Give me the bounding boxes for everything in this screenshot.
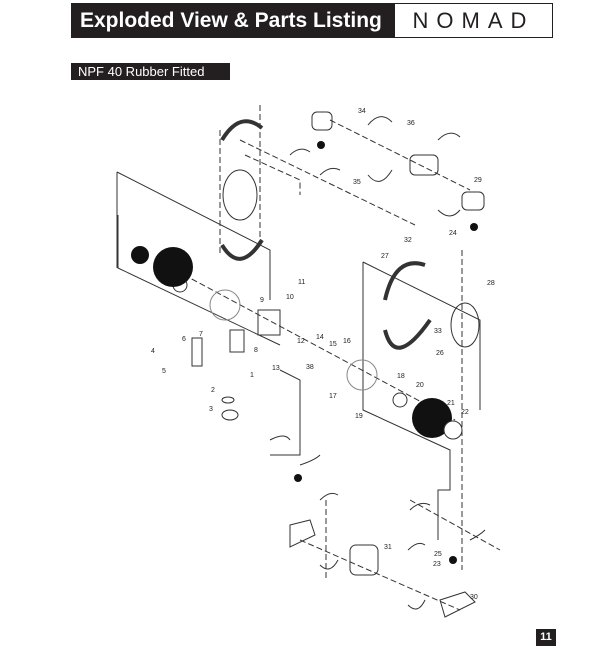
- callout-label: 3: [209, 406, 213, 413]
- outer-chamber: [450, 302, 480, 348]
- callout-label: 29: [474, 177, 482, 184]
- clamp: [437, 209, 461, 217]
- callout-label: 19: [355, 413, 363, 420]
- page-title: Exploded View & Parts Listing: [71, 3, 394, 38]
- callout-label: 11: [298, 279, 305, 286]
- clamp: [367, 116, 393, 126]
- callout-label: 6: [182, 336, 186, 343]
- callout-label: 26: [436, 350, 444, 357]
- callout-label: 10: [286, 294, 294, 301]
- outer-plate: [443, 420, 463, 440]
- clamp: [319, 559, 339, 570]
- callout-label: 33: [434, 328, 442, 335]
- callout-label: 4: [151, 348, 155, 355]
- elbow: [461, 191, 485, 211]
- callout-label: 28: [487, 280, 495, 287]
- callout-label: 16: [343, 338, 351, 345]
- check-ball: [317, 141, 325, 149]
- clamp: [409, 502, 431, 511]
- diaphragm: [153, 247, 193, 287]
- guide-line: [116, 171, 271, 300]
- callout-label: 21: [447, 400, 455, 407]
- clamp: [407, 599, 426, 610]
- callout-label: 23: [433, 561, 441, 568]
- callout-label: 13: [272, 365, 280, 372]
- callout-label: 1: [250, 372, 254, 379]
- callout-label: 25: [434, 551, 442, 558]
- check-ball: [449, 556, 457, 564]
- callout-label: 27: [381, 253, 389, 260]
- callout-label: 32: [404, 237, 412, 244]
- callout-label: 24: [449, 230, 457, 237]
- clamp: [269, 435, 291, 441]
- tee: [409, 154, 439, 176]
- o-ring: [221, 396, 235, 404]
- callout-label: 12: [297, 338, 305, 345]
- callout-label: 5: [162, 368, 166, 375]
- clamp: [289, 148, 311, 156]
- callout-label: 8: [254, 347, 258, 354]
- air-valve: [229, 329, 245, 353]
- clamp: [383, 261, 426, 301]
- tee: [349, 544, 379, 576]
- callout-label: 38: [306, 364, 314, 371]
- clamp: [469, 529, 486, 541]
- outer-chamber: [222, 169, 258, 221]
- air-plate: [209, 289, 241, 321]
- clamp: [299, 454, 321, 466]
- model-subtitle: NPF 40 Rubber Fitted: [71, 63, 230, 80]
- clamp: [367, 169, 393, 182]
- check-ball: [294, 474, 302, 482]
- page-number: 11: [536, 629, 556, 646]
- outer-plate: [131, 246, 149, 264]
- callout-label: 18: [397, 373, 405, 380]
- clamp: [319, 492, 339, 501]
- callout-label: 35: [353, 179, 361, 186]
- check-ball: [470, 223, 478, 231]
- nomad-logo: NOMAD: [394, 3, 553, 38]
- guide-line: [117, 215, 281, 346]
- callout-label: 9: [260, 297, 264, 304]
- guide-line: [270, 369, 301, 456]
- clamp: [319, 167, 341, 176]
- callout-label: 36: [407, 120, 415, 127]
- muffler: [221, 409, 239, 421]
- guide-line: [244, 154, 301, 195]
- clamp: [437, 132, 461, 141]
- callout-label: 20: [416, 382, 424, 389]
- clamp: [383, 318, 432, 350]
- callout-label: 17: [329, 393, 337, 400]
- foot: [439, 591, 476, 618]
- callout-label: 30: [470, 594, 478, 601]
- callout-labels: 1 2 3 4 5 6 7 8 9 10 11 12 13 14 15 16 1…: [151, 108, 495, 601]
- o-ring: [392, 392, 408, 408]
- callout-label: 7: [199, 331, 203, 338]
- callout-label: 14: [316, 334, 324, 341]
- clamp: [407, 542, 426, 551]
- diaphragm: [412, 398, 452, 438]
- guide-line: [362, 262, 451, 540]
- callout-label: 31: [384, 544, 392, 551]
- air-plate: [346, 359, 378, 391]
- center-block: [257, 309, 281, 336]
- callout-label: 34: [358, 108, 366, 115]
- clamp: [220, 119, 264, 142]
- guide-line: [362, 261, 481, 410]
- callout-label: 15: [329, 341, 337, 348]
- callout-label: 22: [461, 409, 469, 416]
- clamp: [220, 238, 264, 261]
- gasket: [191, 337, 203, 367]
- elbow: [311, 111, 333, 131]
- foot: [289, 519, 316, 548]
- callout-label: 2: [211, 387, 215, 394]
